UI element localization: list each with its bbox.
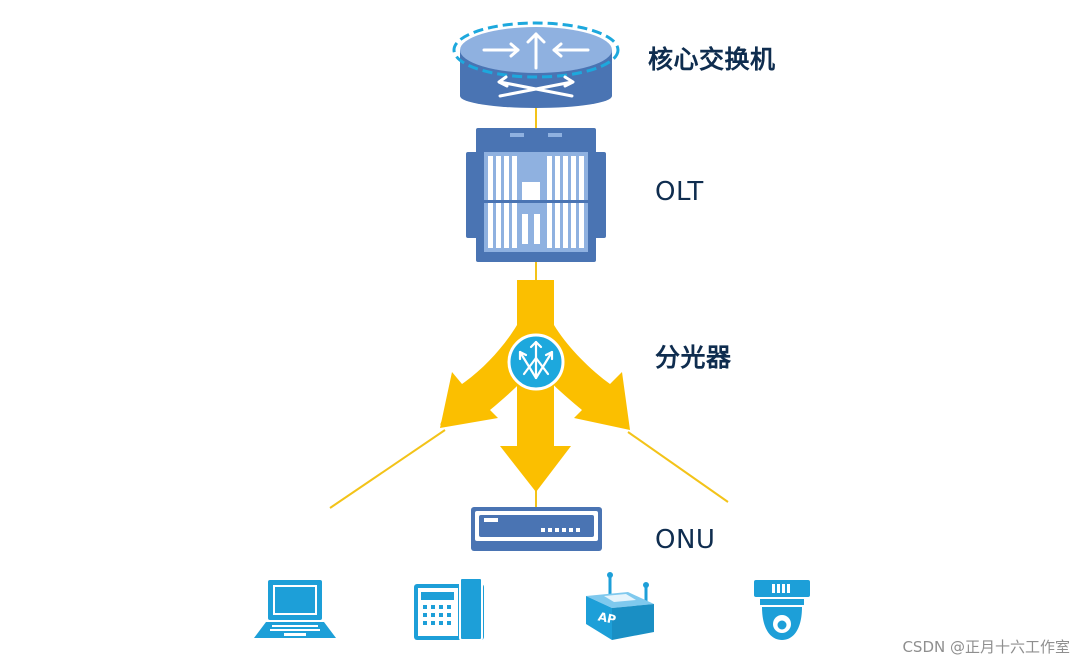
link-split-right <box>627 431 729 503</box>
link-split-left <box>329 429 446 509</box>
label-onu: ONU <box>655 525 716 555</box>
camera-icon <box>754 580 810 640</box>
label-olt: OLT <box>655 177 704 207</box>
router-switch-icon <box>452 21 620 108</box>
wireless-ap-icon: AP <box>586 572 654 640</box>
splitter-icon <box>507 333 565 391</box>
laptop-icon <box>254 580 336 638</box>
flow-arrow-down <box>500 446 571 492</box>
telephone-icon <box>414 577 484 641</box>
label-splitter: 分光器 <box>655 343 732 372</box>
olt-chassis-icon <box>466 128 606 262</box>
label-core-switch: 核心交换机 <box>648 45 776 74</box>
onu-modem-icon <box>471 507 602 551</box>
flow-arrows <box>440 280 630 492</box>
watermark: CSDN @正月十六工作室 <box>902 638 1070 656</box>
ap-badge: AP <box>597 609 618 626</box>
